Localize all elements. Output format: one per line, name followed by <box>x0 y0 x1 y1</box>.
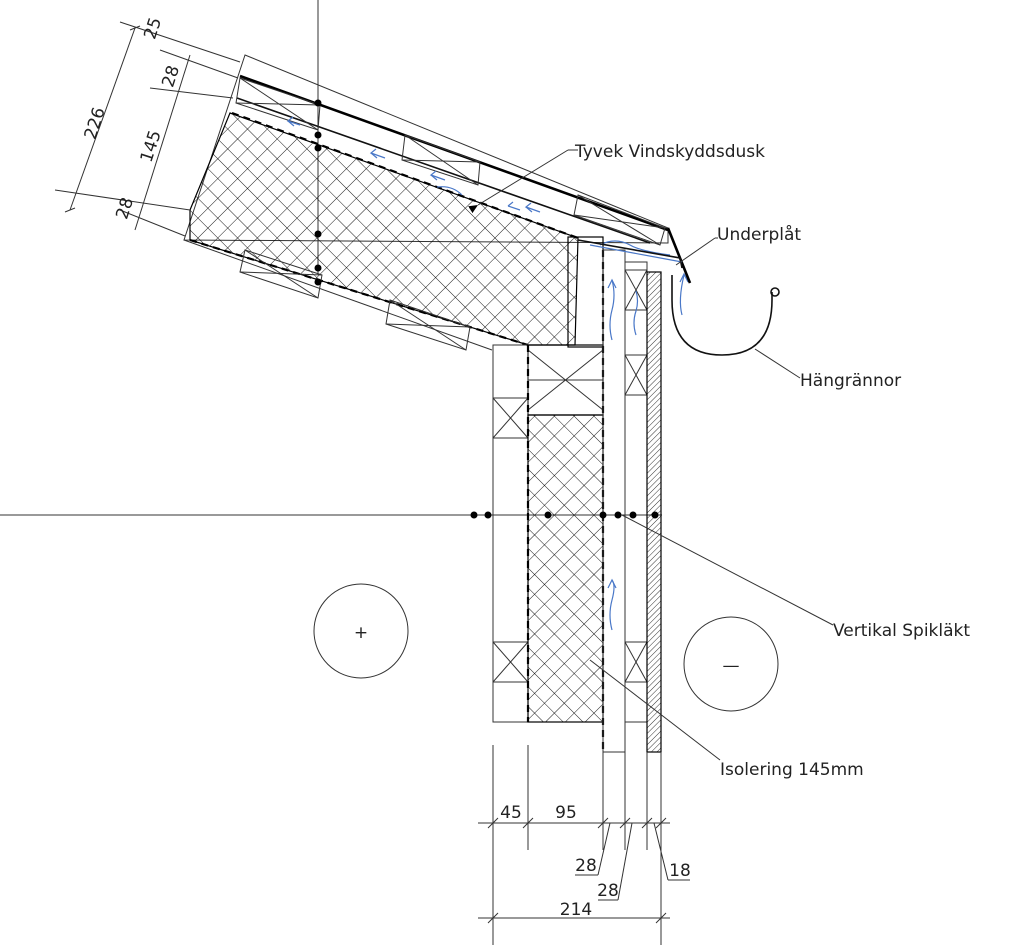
wall-dim-18: 18 <box>669 861 691 881</box>
roof-dim-top: 25 <box>140 15 166 42</box>
gutter-detail <box>577 227 780 356</box>
svg-text:Underplåt: Underplåt <box>717 224 801 245</box>
callout-underplat: Underplåt <box>675 224 801 266</box>
callout-isolering: Isolering 145mm <box>589 659 864 780</box>
wall-dim-28b: 28 <box>597 881 619 901</box>
svg-text:Vertikal Spikläkt: Vertikal Spikläkt <box>833 621 970 641</box>
wall-section <box>470 249 689 753</box>
callout-tyvek: Tyvek Vindskyddsdusk <box>468 142 765 214</box>
wall-dimensions <box>478 745 690 945</box>
roof-dim-total: 226 <box>81 105 110 142</box>
roof-section <box>183 54 671 351</box>
wall-dim-45: 45 <box>500 803 522 823</box>
svg-text:Isolering 145mm: Isolering 145mm <box>720 760 864 780</box>
wall-dim-95: 95 <box>555 803 577 823</box>
wall-dim-total: 214 <box>560 900 592 920</box>
roof-dimensions <box>54 21 241 237</box>
wall-dim-28a: 28 <box>575 856 597 876</box>
cold-side-symbol: — <box>683 616 779 712</box>
roof-dim-insulation: 145 <box>137 128 166 165</box>
svg-text:Tyvek Vindskyddsdusk: Tyvek Vindskyddsdusk <box>574 142 765 162</box>
callout-spiklakt: Vertikal Spikläkt <box>621 514 970 641</box>
callout-hangrannor: Hängrännor <box>754 348 901 391</box>
svg-text:+: + <box>354 623 368 643</box>
roof-airflow-arrows <box>286 116 671 256</box>
svg-text:—: — <box>723 656 740 676</box>
warm-side-symbol: + <box>313 583 409 679</box>
svg-text:Hängrännor: Hängrännor <box>800 371 901 391</box>
wall-insulation <box>527 414 604 723</box>
roof-insulation <box>189 112 579 346</box>
